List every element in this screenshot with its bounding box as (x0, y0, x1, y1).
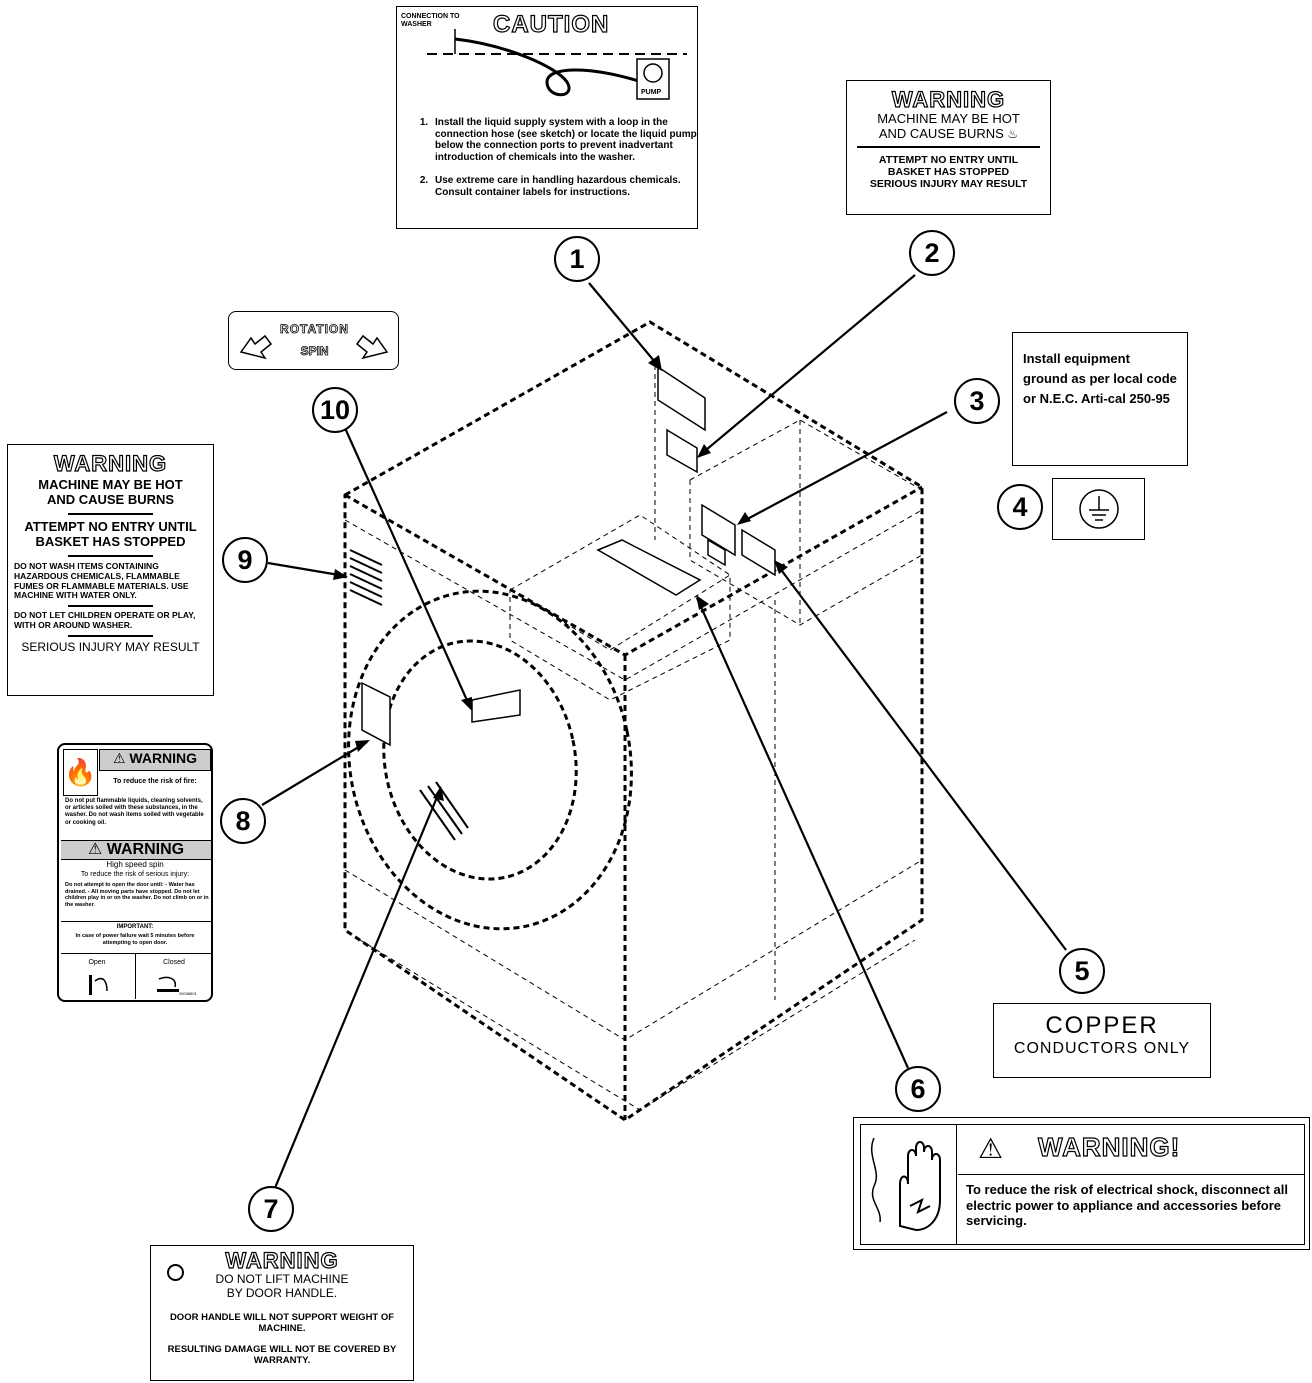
fire-warning-banner: ⚠ WARNING (99, 749, 211, 771)
hot-warning-burns: AND CAUSE BURNS (878, 126, 1004, 142)
caution-label: CONNECTION TO WASHER CAUTION PUMP Instal… (396, 6, 698, 229)
flame-icon: ♨ (1007, 127, 1019, 142)
burns-line-6: DO NOT LET CHILDREN OPERATE OR PLAY, WIT… (14, 610, 196, 630)
ground-instruction-label: Install equipment ground as per local co… (1012, 332, 1188, 466)
burns-line-7: SERIOUS INJURY MAY RESULT (21, 639, 200, 654)
electrical-warning-title: WARNING! (1037, 1131, 1181, 1162)
copper-line-2: CONDUCTORS ONLY (1013, 1040, 1191, 1057)
spin-text: Do not attempt to open the door until: -… (65, 882, 209, 908)
hose-connection-label: CONNECTION TO WASHER (401, 13, 460, 28)
machine-labels (361, 365, 776, 747)
spin-warning-title: WARNING (106, 841, 185, 858)
machine-outline (343, 320, 924, 1122)
hot-warning-label: WARNING MACHINE MAY BE HOT AND CAUSE BUR… (846, 80, 1051, 215)
burns-line-5: DO NOT WASH ITEMS CONTAINING HAZARDOUS C… (14, 561, 189, 601)
hose-loop-sketch (427, 29, 687, 100)
door-handle-line-1: DO NOT LIFT MACHINE BY DOOR HANDLE. (215, 1272, 349, 1301)
hatch-label-7 (419, 781, 469, 841)
open-label: Open (88, 959, 106, 966)
callout-6: 6 (895, 1066, 941, 1112)
callout-4: 4 (997, 484, 1043, 530)
machine-inner-lines (344, 365, 923, 1111)
spin-head: High speed spin (106, 860, 164, 869)
fire-risk-text: Do not put flammable liquids, cleaning s… (65, 798, 204, 826)
warning-triangle-icon-1: ⚠ (112, 750, 126, 766)
ground-symbol-label (1052, 478, 1145, 540)
electrical-warning-label: ⚠ WARNING! To reduce the risk of electri… (853, 1117, 1310, 1250)
callout-5: 5 (1059, 948, 1105, 994)
hot-warning-line-5: SERIOUS INJURY MAY RESULT (869, 178, 1028, 191)
ground-instruction-text: Install equipment ground as per local co… (1023, 351, 1177, 407)
pump-label: PUMP (641, 89, 662, 96)
rotation-arrows-icon (239, 334, 389, 360)
spin-text: SPIN (300, 344, 329, 359)
leader-arrowheads (333, 355, 788, 801)
ground-symbol-icon (1079, 489, 1119, 529)
copper-conductors-label: COPPER CONDUCTORS ONLY (993, 1003, 1211, 1078)
hot-warning-line-2: AND CAUSE BURNS ♨ (847, 126, 1050, 142)
flame-icon-box: 🔥 (63, 749, 98, 796)
hot-warning-line-3: ATTEMPT NO ENTRY UNTIL (878, 154, 1019, 167)
burns-line-3: ATTEMPT NO ENTRY UNTIL (24, 519, 197, 535)
important-head: IMPORTANT: (116, 924, 154, 930)
caution-instructions: Install the liquid supply system with a … (397, 117, 717, 210)
door-ring (347, 589, 633, 931)
callout-3: 3 (954, 378, 1000, 424)
electrical-warning-text: To reduce the risk of electrical shock, … (966, 1182, 1288, 1229)
callout-7: 7 (248, 1186, 294, 1232)
caution-item-2: Use extreme care in handling hazardous c… (431, 175, 717, 198)
rotation-spin-label: ROTATION SPIN (228, 311, 399, 370)
circle-icon (167, 1264, 184, 1281)
hand-shock-icon (871, 1137, 941, 1232)
callout-2: 2 (909, 230, 955, 276)
label-code: 20036801 (179, 991, 197, 996)
callout-8: 8 (220, 798, 266, 844)
fire-risk-head: To reduce the risk of fire: (113, 778, 197, 785)
caution-title: CAUTION (492, 10, 610, 38)
hatch-label-9 (349, 549, 383, 606)
callout-9: 9 (222, 537, 268, 583)
leader-lines (261, 274, 1067, 1189)
door-handle-warning-label: WARNING DO NOT LIFT MACHINE BY DOOR HAND… (150, 1245, 414, 1381)
spin-warning-banner: ⚠ WARNING (61, 840, 211, 860)
fire-warning-title: WARNING (129, 750, 198, 766)
callout-10: 10 (312, 387, 358, 433)
warning-triangle-icon-2: ⚠ (87, 841, 103, 858)
rotation-text: ROTATION (280, 322, 349, 337)
burns-warning-title: WARNING (53, 450, 168, 476)
important-text: In case of power failure wait 5 minutes … (75, 933, 195, 946)
flame-icon: 🔥 (64, 757, 97, 787)
burns-line-4: BASKET HAS STOPPED (35, 534, 186, 550)
caution-item-1: Install the liquid supply system with a … (431, 117, 717, 163)
burns-warning-label: WARNING MACHINE MAY BE HOT AND CAUSE BUR… (7, 444, 214, 696)
warning-triangle-icon: ⚠ (978, 1133, 1004, 1164)
door-handle-warning-title: WARNING (225, 1247, 339, 1273)
spin-sub: To reduce the risk of serious injury: (80, 871, 190, 878)
callout-1: 1 (554, 236, 600, 282)
hot-warning-title: WARNING (891, 86, 1006, 112)
door-handle-line-2: DOOR HANDLE WILL NOT SUPPORT WEIGHT OF M… (169, 1311, 395, 1334)
burns-line-1: MACHINE MAY BE HOT (38, 477, 183, 493)
copper-line-1: COPPER (1045, 1012, 1159, 1039)
burns-line-2: AND CAUSE BURNS (46, 492, 175, 508)
hot-warning-line-1: MACHINE MAY BE HOT (877, 111, 1020, 127)
fire-spin-warning-label: ⚠ WARNING 🔥 To reduce the risk of fire: … (57, 743, 213, 1002)
electrical-warning-header: ⚠ WARNING! (958, 1124, 1304, 1175)
door-handle-line-3: RESULTING DAMAGE WILL NOT BE COVERED BY … (167, 1343, 397, 1366)
door-open-closed-icons (89, 975, 179, 995)
hot-warning-line-4: BASKET HAS STOPPED (887, 166, 1010, 179)
closed-label: Closed (163, 959, 185, 966)
